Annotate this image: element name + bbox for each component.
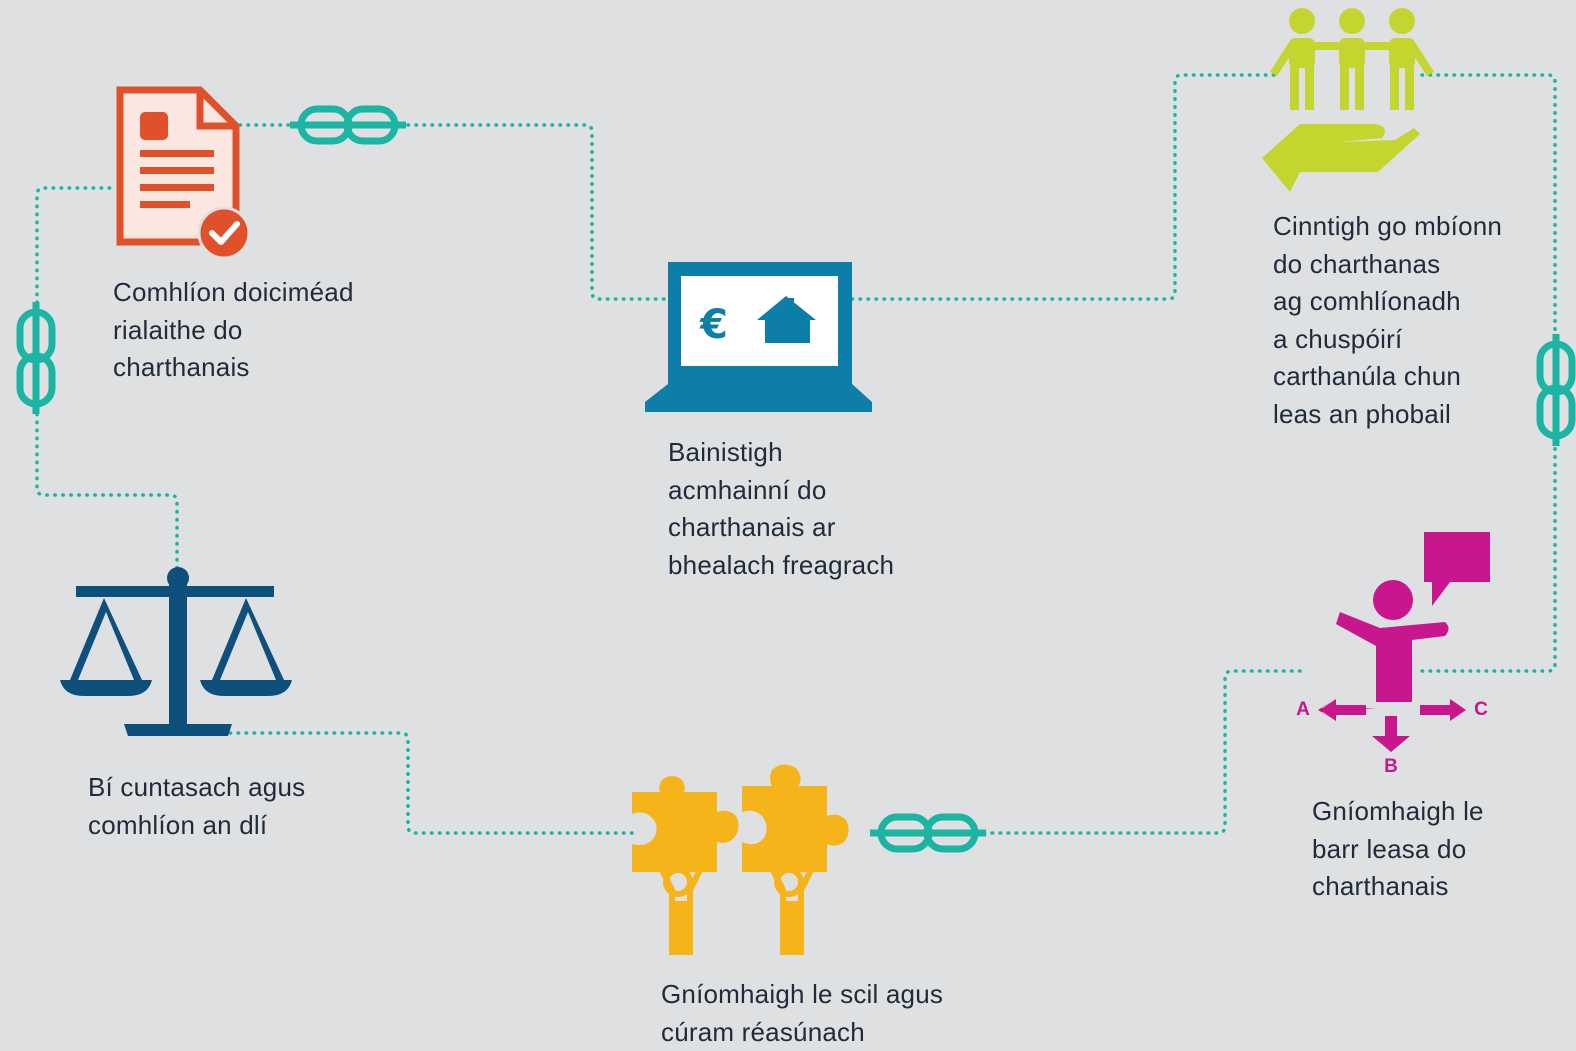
label-line: Gníomhaigh le scil agus	[661, 979, 944, 1009]
label-line: acmhainní do	[668, 474, 827, 505]
label-line: Cinntigh go mbíonn	[1273, 211, 1503, 241]
label-line: Comhlíon doiciméad	[113, 277, 354, 307]
connector-resources-public	[850, 73, 1277, 301]
label-line: Gníomhaigh le	[1312, 796, 1484, 826]
scales-icon	[60, 567, 292, 736]
label-line: comhlíon an dlí	[88, 809, 268, 840]
people-in-hand-icon	[1262, 8, 1434, 192]
document-label: Comhlíon doiciméad rialaithe do charthan…	[113, 274, 354, 387]
checked-document-icon	[116, 86, 251, 260]
public-benefit-label: Cinntigh go mbíonn do charthanas ag comh…	[1273, 208, 1502, 433]
chain-link-icon	[290, 105, 406, 145]
label-line: charthanais	[1312, 871, 1449, 901]
label-line: bhealach freagrach	[668, 549, 895, 580]
person-choice-icon: A B C	[1296, 532, 1490, 777]
label-line: Bainistigh	[668, 437, 783, 467]
direction-label-c: C	[1474, 699, 1488, 720]
label-line: carthanúla chun	[1273, 361, 1462, 391]
chain-link-icon	[870, 813, 986, 853]
label-line: barr leasa do	[1312, 833, 1467, 864]
connector-public-best	[1416, 73, 1557, 673]
label-line: a chuspóirí	[1273, 323, 1403, 354]
label-line: cúram réasúnach	[661, 1016, 865, 1047]
direction-label-a: A	[1296, 699, 1310, 720]
connector-best-skill	[973, 669, 1302, 835]
label-line: charthanais	[113, 352, 250, 382]
label-line: charthanais ar	[668, 512, 836, 542]
connector-lines	[35, 73, 1557, 835]
chain-link-icon	[16, 302, 56, 414]
resources-label: Bainistigh acmhainní do charthanais ar b…	[668, 434, 894, 584]
connector-skill-accountable	[228, 731, 634, 835]
accountable-label: Bí cuntasach agus comhlíon an dlí	[88, 769, 305, 844]
svg-text:€: €	[699, 302, 728, 348]
skill-care-label: Gníomhaigh le scil agus cúram réasúnach	[661, 976, 943, 1051]
label-line: rialaithe do	[113, 314, 243, 345]
laptop-euro-house-icon: €	[645, 262, 872, 412]
direction-label-b: B	[1384, 756, 1398, 777]
chain-link-icon	[1536, 334, 1576, 446]
best-interests-label: Gníomhaigh le barr leasa do charthanais	[1312, 793, 1484, 906]
connector-document-resources	[238, 123, 670, 301]
puzzle-pieces-icon	[632, 764, 849, 955]
label-line: leas an phobail	[1273, 398, 1451, 429]
label-line: Bí cuntasach agus	[88, 772, 306, 802]
label-line: ag comhlíonadh	[1273, 286, 1461, 316]
label-line: do charthanas	[1273, 248, 1441, 279]
connector-accountable-document	[35, 186, 179, 570]
